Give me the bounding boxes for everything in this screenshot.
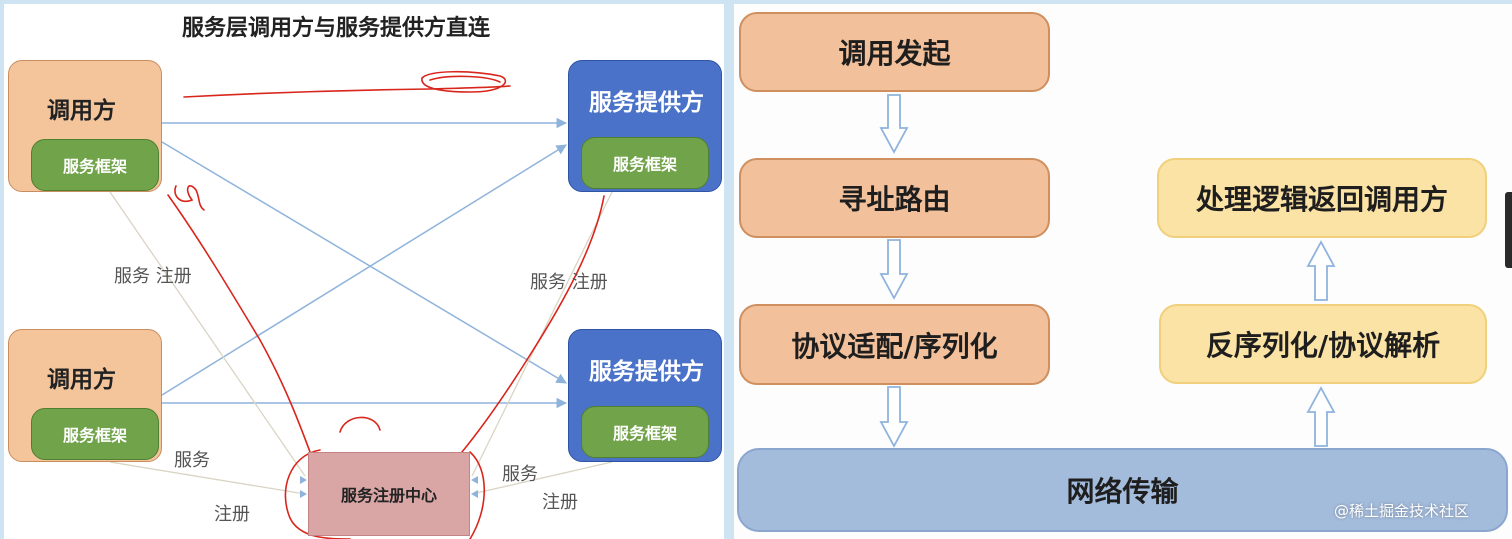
caller-label: 调用方 — [47, 367, 116, 393]
service-framework-box: 服务框架 — [31, 139, 159, 191]
step-address-routing: 寻址路由 — [739, 158, 1050, 238]
caller-top-box: 调用方 服务框架 — [8, 60, 162, 192]
step-protocol-serialize: 协议适配/序列化 — [739, 304, 1050, 385]
provider-label: 服务提供方 — [589, 359, 704, 385]
edge-label-service: 服务 — [502, 464, 538, 485]
edge-label-service-register: 服务 注册 — [114, 266, 192, 287]
caller-label: 调用方 — [47, 98, 116, 124]
step-network-transfer: 网络传输 — [737, 448, 1508, 532]
edge-label-service: 服务 — [174, 450, 210, 471]
diagram-title: 服务层调用方与服务提供方直连 — [182, 16, 491, 41]
service-registry-box: 服务注册中心 — [308, 452, 470, 536]
provider-label: 服务提供方 — [589, 90, 704, 116]
service-framework-box: 服务框架 — [581, 406, 709, 458]
step-initiate-call: 调用发起 — [739, 12, 1050, 92]
watermark: @稀土掘金技术社区 — [1334, 502, 1470, 520]
edge-label-register: 注册 — [214, 504, 250, 525]
caller-bottom-box: 调用方 服务框架 — [8, 329, 162, 462]
provider-top-box: 服务提供方 服务框架 — [568, 60, 722, 192]
window-edge-tab — [1505, 192, 1512, 268]
edge-label-register: 注册 — [542, 492, 578, 513]
provider-bottom-box: 服务提供方 服务框架 — [568, 329, 722, 462]
step-deserialize: 反序列化/协议解析 — [1159, 304, 1487, 384]
service-framework-box: 服务框架 — [31, 408, 159, 460]
edge-label-service-register: 服务 注册 — [530, 272, 608, 293]
service-framework-box: 服务框架 — [581, 137, 709, 189]
step-return-to-caller: 处理逻辑返回调用方 — [1157, 158, 1487, 238]
